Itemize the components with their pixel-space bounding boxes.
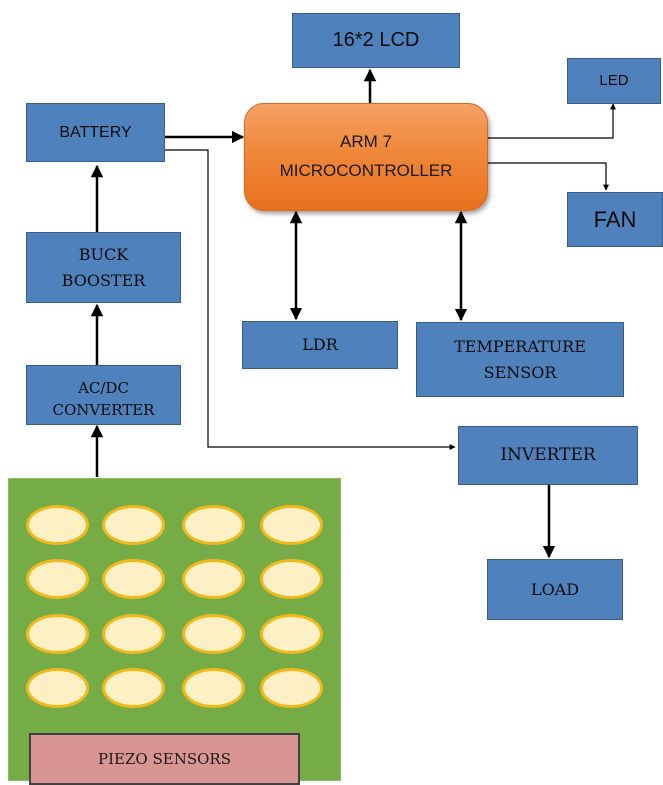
piezo-label: PIEZO SENSORS [98,750,231,768]
buck-label-line1: BUCK [78,244,129,264]
arrow-mcu-to-led [488,103,616,139]
acdc-label-line2: CONVERTER [52,400,155,419]
temp-label-line2: SENSOR [483,362,557,382]
piezo-sensors-label-box: PIEZO SENSORS [29,733,300,785]
piezo-sensor [260,668,323,708]
piezo-sensor [26,614,89,654]
lcd-block: 16*2 LCD [292,13,460,68]
led-block: LED [567,58,661,104]
piezo-sensor [182,559,245,599]
ldr-label: LDR [302,335,338,354]
fan-block: FAN [567,192,663,247]
acdc-label-line1: AC/DC [78,379,129,397]
piezo-sensor [260,505,323,545]
buck-label-line2: BOOSTER [61,270,146,290]
buck-booster-block: BUCK BOOSTER [26,232,181,303]
fan-label: FAN [593,206,637,232]
piezo-sensor [102,668,165,708]
piezo-sensor [26,505,89,545]
inverter-block: INVERTER [458,426,638,485]
battery-block: BATTERY [26,103,165,162]
mcu-label-line2: MICROCONTROLLER [279,161,453,180]
ldr-block: LDR [242,321,398,369]
piezo-sensor [260,559,323,599]
battery-label: BATTERY [59,123,132,141]
arrow-mcu-to-fan [488,162,609,191]
temperature-sensor-block: TEMPERATURE SENSOR [416,322,624,397]
piezo-sensor [182,505,245,545]
load-label: LOAD [530,579,580,599]
mcu-label-line1: ARM 7 [340,132,392,152]
inverter-label: INVERTER [500,444,596,465]
piezo-sensor [26,668,89,708]
arrow-battery-to-inverter [165,149,456,450]
piezo-sensor [102,559,165,599]
piezo-sensor [102,614,165,654]
temp-label-line1: TEMPERATURE [454,336,586,356]
microcontroller-block: ARM 7 MICROCONTROLLER [244,103,488,211]
acdc-converter-block: AC/DC CONVERTER [26,365,181,425]
piezo-sensor [102,505,165,545]
load-block: LOAD [487,559,623,620]
piezo-sensor [26,559,89,599]
piezo-sensor-panel: PIEZO SENSORS [8,478,341,785]
piezo-sensor [182,668,245,708]
piezo-sensor [182,614,245,654]
piezo-sensor [260,614,323,654]
led-label: LED [599,71,629,89]
lcd-label: 16*2 LCD [332,29,420,51]
